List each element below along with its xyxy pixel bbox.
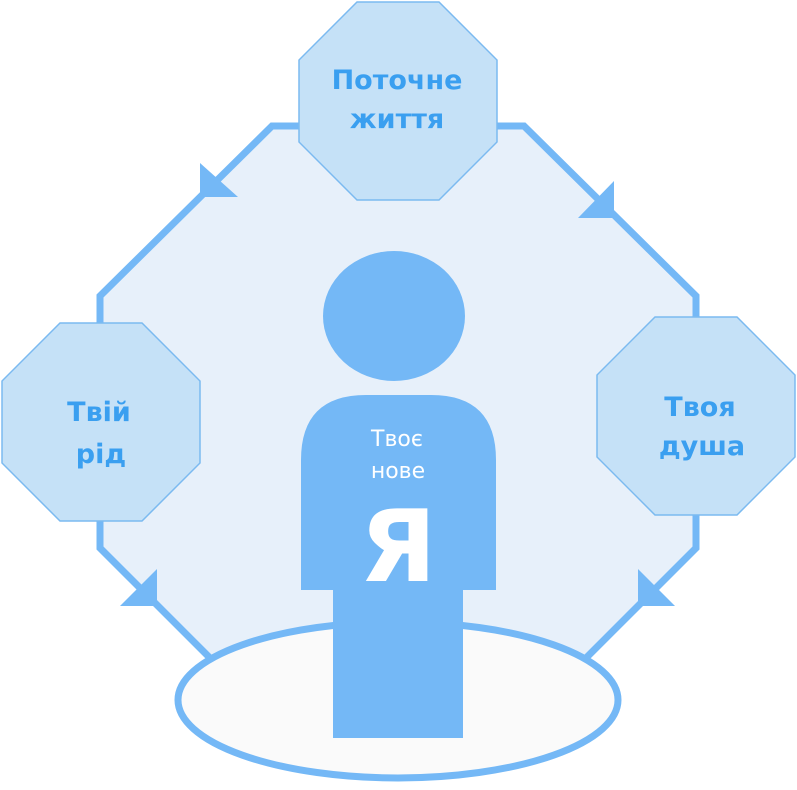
node-right-line2: душа: [659, 431, 745, 462]
node-right-line1: Твоя: [664, 392, 735, 423]
node-right: Твоя душа: [596, 316, 796, 516]
person-figure: Твоє нове Я: [301, 251, 496, 738]
node-top-line1: Поточне: [332, 65, 463, 96]
person-body: [301, 395, 496, 738]
arrow-bottom-right: [638, 569, 675, 606]
person-head: [323, 251, 465, 381]
node-left-line1: Твій: [67, 397, 131, 428]
node-left: Твій рід: [1, 322, 201, 522]
center-line1: Твоє: [370, 427, 423, 452]
arrow-bottom-left: [120, 569, 157, 606]
node-top-line2: життя: [350, 104, 444, 135]
arrow-top-left: [200, 163, 238, 197]
arrow-top-right: [578, 181, 614, 218]
center-big-letter: Я: [359, 488, 436, 605]
node-left-line2: рід: [76, 439, 126, 470]
node-top: Поточне життя: [298, 1, 498, 201]
center-line2: нове: [371, 459, 425, 484]
